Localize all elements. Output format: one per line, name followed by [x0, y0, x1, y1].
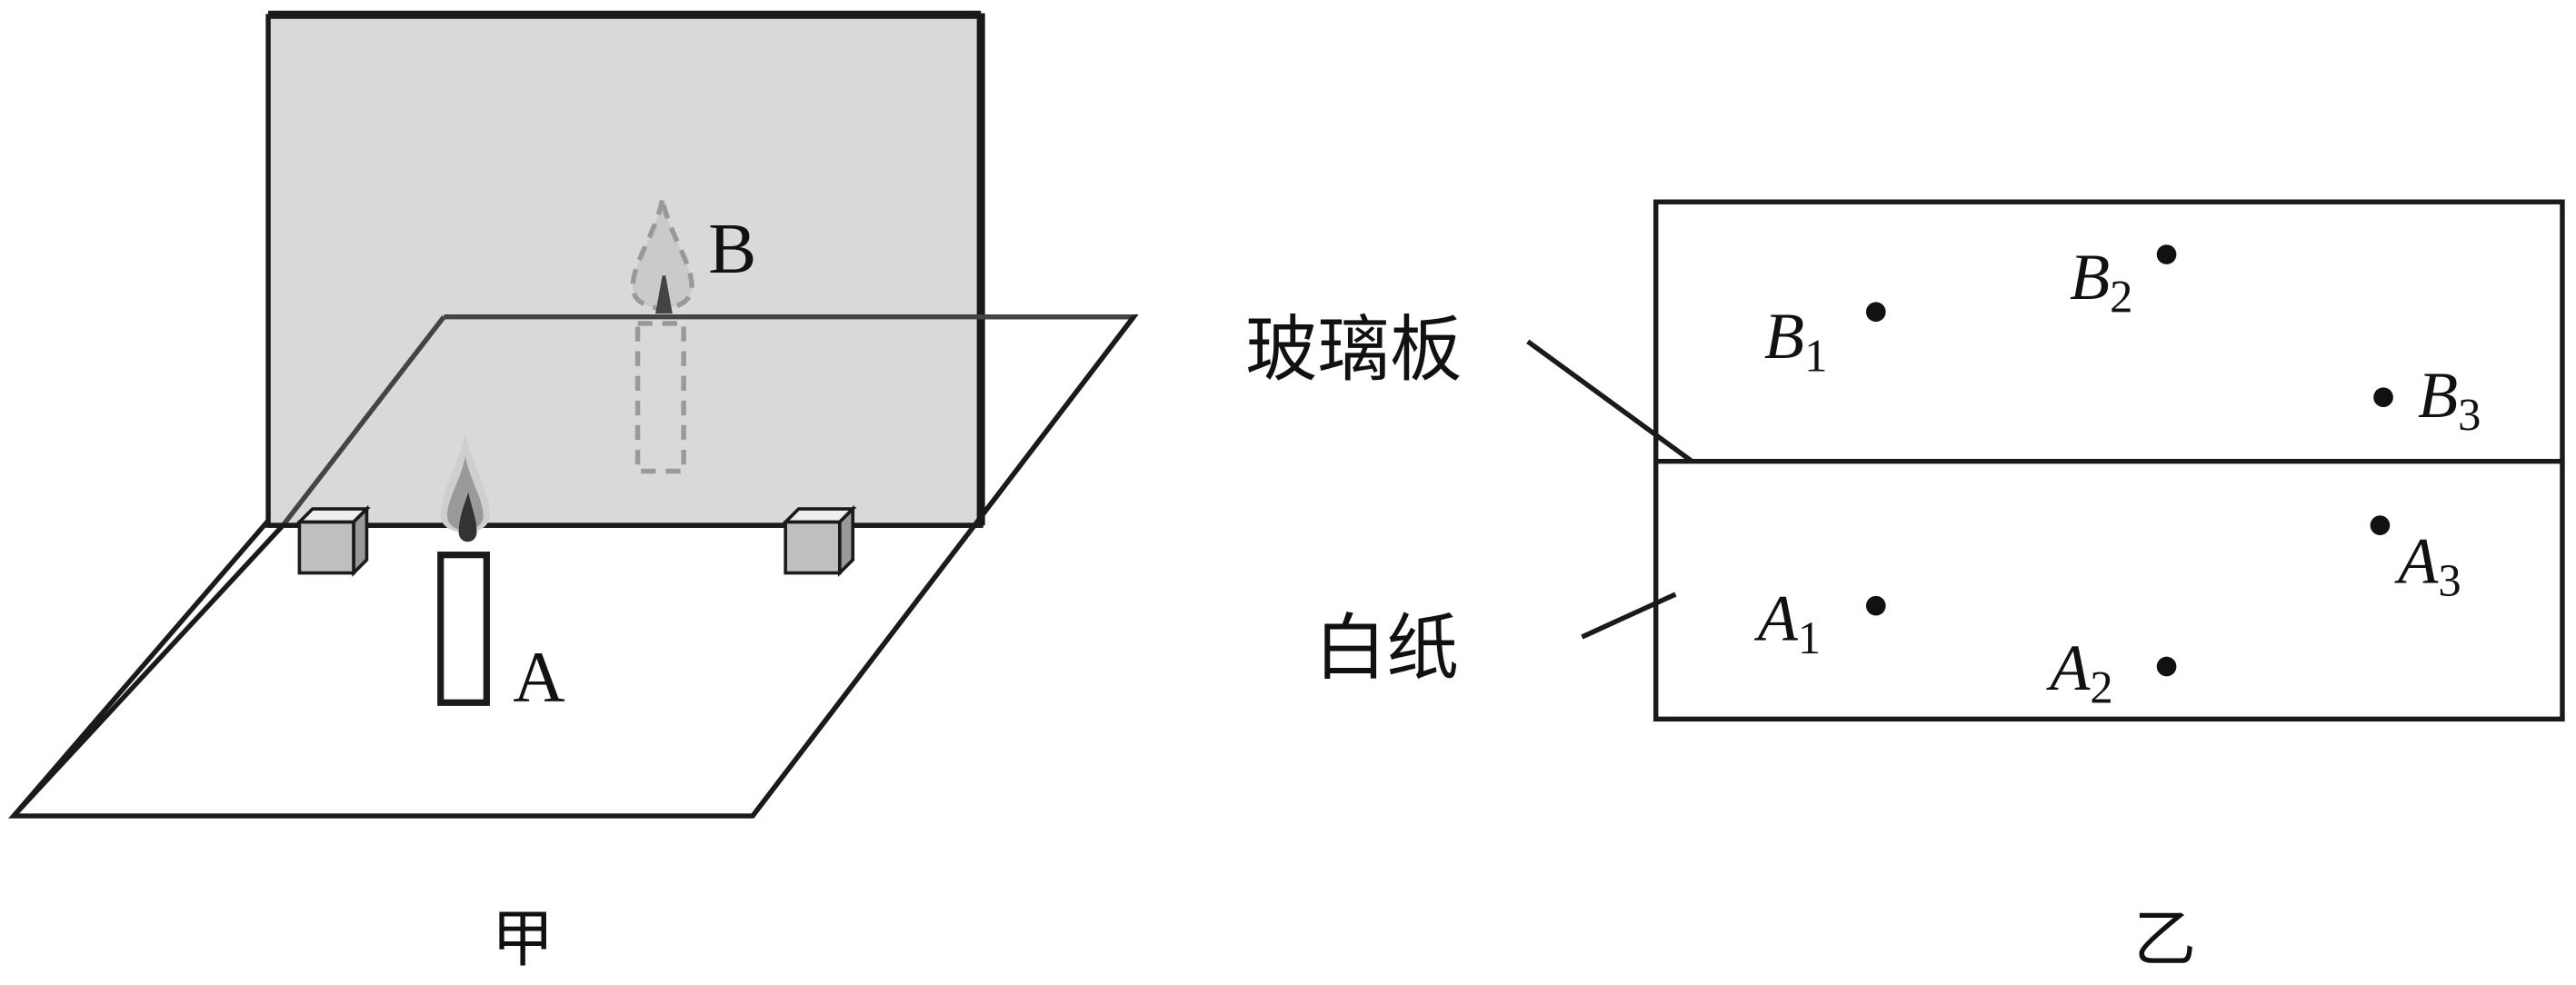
- point-dot: [2370, 515, 2391, 535]
- point-dot: [2373, 387, 2393, 408]
- point-letter: A: [2394, 524, 2439, 597]
- point-b1: B1: [1764, 300, 1886, 381]
- point-letter: A: [2046, 632, 2091, 704]
- point-a3: A3: [2370, 515, 2461, 606]
- figure-right: 玻璃板 白纸 B1 B2 B3 A1 A2 A3 乙: [1245, 199, 2565, 976]
- white-paper-label: 白纸: [1314, 606, 1459, 691]
- candle-b-image: [630, 199, 694, 474]
- support-block-left: [295, 504, 371, 577]
- point-subscript: 3: [2438, 555, 2461, 606]
- point-subscript: 2: [2090, 662, 2112, 712]
- paper-left-edge-behind-glass: [281, 315, 446, 527]
- image-b-label: B: [708, 209, 756, 289]
- point-dot: [1865, 595, 1886, 616]
- glass-leader-line: [1526, 339, 1694, 463]
- support-block-right: [781, 504, 857, 577]
- point-a2: A2: [2046, 632, 2177, 712]
- point-dot: [2156, 244, 2177, 264]
- paper-right-edge: [750, 315, 1136, 818]
- point-subscript: 1: [1804, 330, 1827, 381]
- candle-a: [437, 433, 490, 706]
- svg-text:A3: A3: [2394, 524, 2461, 605]
- point-b3: B3: [2373, 359, 2481, 440]
- point-subscript: 3: [2458, 389, 2481, 440]
- figure-left-caption: 甲: [492, 903, 554, 976]
- point-subscript: 1: [1798, 612, 1821, 663]
- point-letter: B: [2070, 241, 2110, 313]
- point-a1: A1: [1754, 582, 1886, 663]
- svg-text:B2: B2: [2070, 241, 2132, 322]
- point-letter: B: [2418, 359, 2458, 432]
- candle-a-label: A: [513, 637, 564, 717]
- point-dot: [1865, 302, 1886, 323]
- svg-text:B1: B1: [1764, 300, 1827, 381]
- paper-left-edge-front: [12, 523, 285, 818]
- glass-plate-label: 玻璃板: [1245, 307, 1462, 392]
- point-letter: A: [1754, 582, 1799, 655]
- figure-left: A B 甲: [8, 10, 1139, 976]
- svg-text:A1: A1: [1754, 582, 1821, 663]
- figure-right-caption: 乙: [2133, 903, 2196, 976]
- glass-plate: [265, 14, 983, 528]
- point-letter: B: [1764, 300, 1804, 373]
- paper-leader-line: [1581, 592, 1677, 640]
- point-subscript: 2: [2110, 271, 2132, 322]
- svg-text:B3: B3: [2418, 359, 2481, 440]
- point-dot: [2156, 656, 2177, 677]
- svg-text:A2: A2: [2046, 632, 2112, 712]
- point-b2: B2: [2070, 241, 2177, 322]
